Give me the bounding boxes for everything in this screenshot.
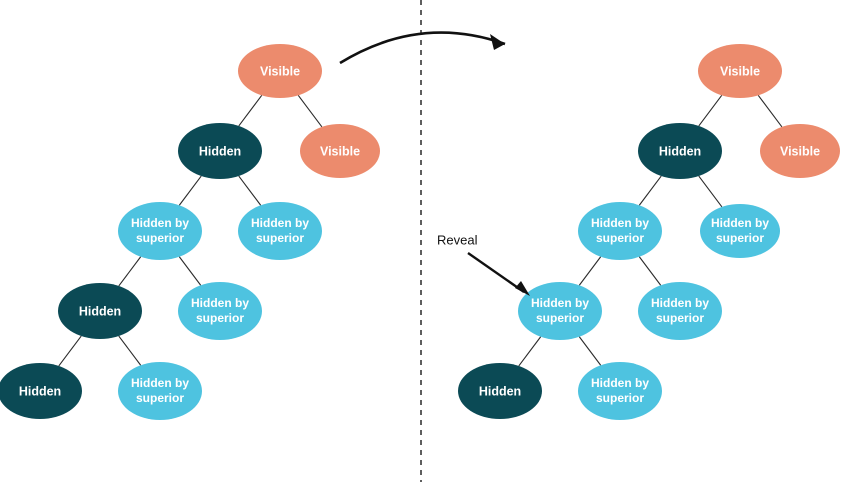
tree-edge — [118, 256, 142, 287]
node-ellipse — [518, 282, 602, 340]
node-ellipse — [0, 363, 82, 419]
tree-edge — [757, 94, 783, 128]
tree-node-hidden[interactable]: Hidden — [0, 363, 82, 419]
node-ellipse — [638, 282, 722, 340]
tree-edge — [578, 256, 602, 286]
edges-layer — [58, 94, 783, 367]
transition-arrow-curve — [339, 31, 506, 65]
tree-node-visible[interactable]: Visible — [760, 124, 840, 178]
node-ellipse — [300, 124, 380, 178]
tree-edge — [178, 175, 202, 206]
node-ellipse — [238, 202, 322, 260]
tree-edge — [638, 256, 662, 286]
reveal-label: Reveal — [437, 232, 478, 247]
tree-node-hidden[interactable]: Hidden — [638, 123, 722, 179]
node-ellipse — [700, 204, 780, 258]
tree-node-hidden[interactable]: Hidden — [58, 283, 142, 339]
node-ellipse — [760, 124, 840, 178]
node-ellipse — [458, 363, 542, 419]
node-ellipse — [58, 283, 142, 339]
tree-node-hidden[interactable]: Hidden — [178, 123, 262, 179]
node-ellipse — [578, 202, 662, 260]
node-ellipse — [178, 123, 262, 179]
node-ellipse — [578, 362, 662, 420]
tree-edge — [698, 175, 723, 208]
tree-node-visible[interactable]: Visible — [698, 44, 782, 98]
node-ellipse — [238, 44, 322, 98]
node-ellipse — [178, 282, 262, 340]
tree-edge — [58, 335, 82, 367]
tree-node-visible[interactable]: Visible — [300, 124, 380, 178]
node-ellipse — [118, 202, 202, 260]
tree-node-hidden[interactable]: Hidden — [458, 363, 542, 419]
tree-edge — [698, 94, 723, 127]
tree-edge — [118, 335, 142, 366]
tree-node-visible[interactable]: Visible — [238, 44, 322, 98]
node-ellipse — [638, 123, 722, 179]
tree-edge — [178, 256, 202, 286]
node-ellipse — [118, 362, 202, 420]
tree-edge — [297, 94, 323, 128]
tree-edge — [238, 175, 262, 206]
reveal-arrow-line — [467, 252, 525, 293]
transition-arrow-head — [490, 34, 505, 50]
tree-edge — [238, 94, 263, 127]
node-ellipse — [698, 44, 782, 98]
reveal-arrow-head — [515, 281, 530, 296]
tree-edge — [518, 336, 542, 367]
transition-arrow — [339, 31, 506, 65]
tree-edge — [638, 175, 662, 206]
tree-edge — [578, 336, 602, 366]
reveal-annotation: Reveal — [437, 232, 530, 296]
